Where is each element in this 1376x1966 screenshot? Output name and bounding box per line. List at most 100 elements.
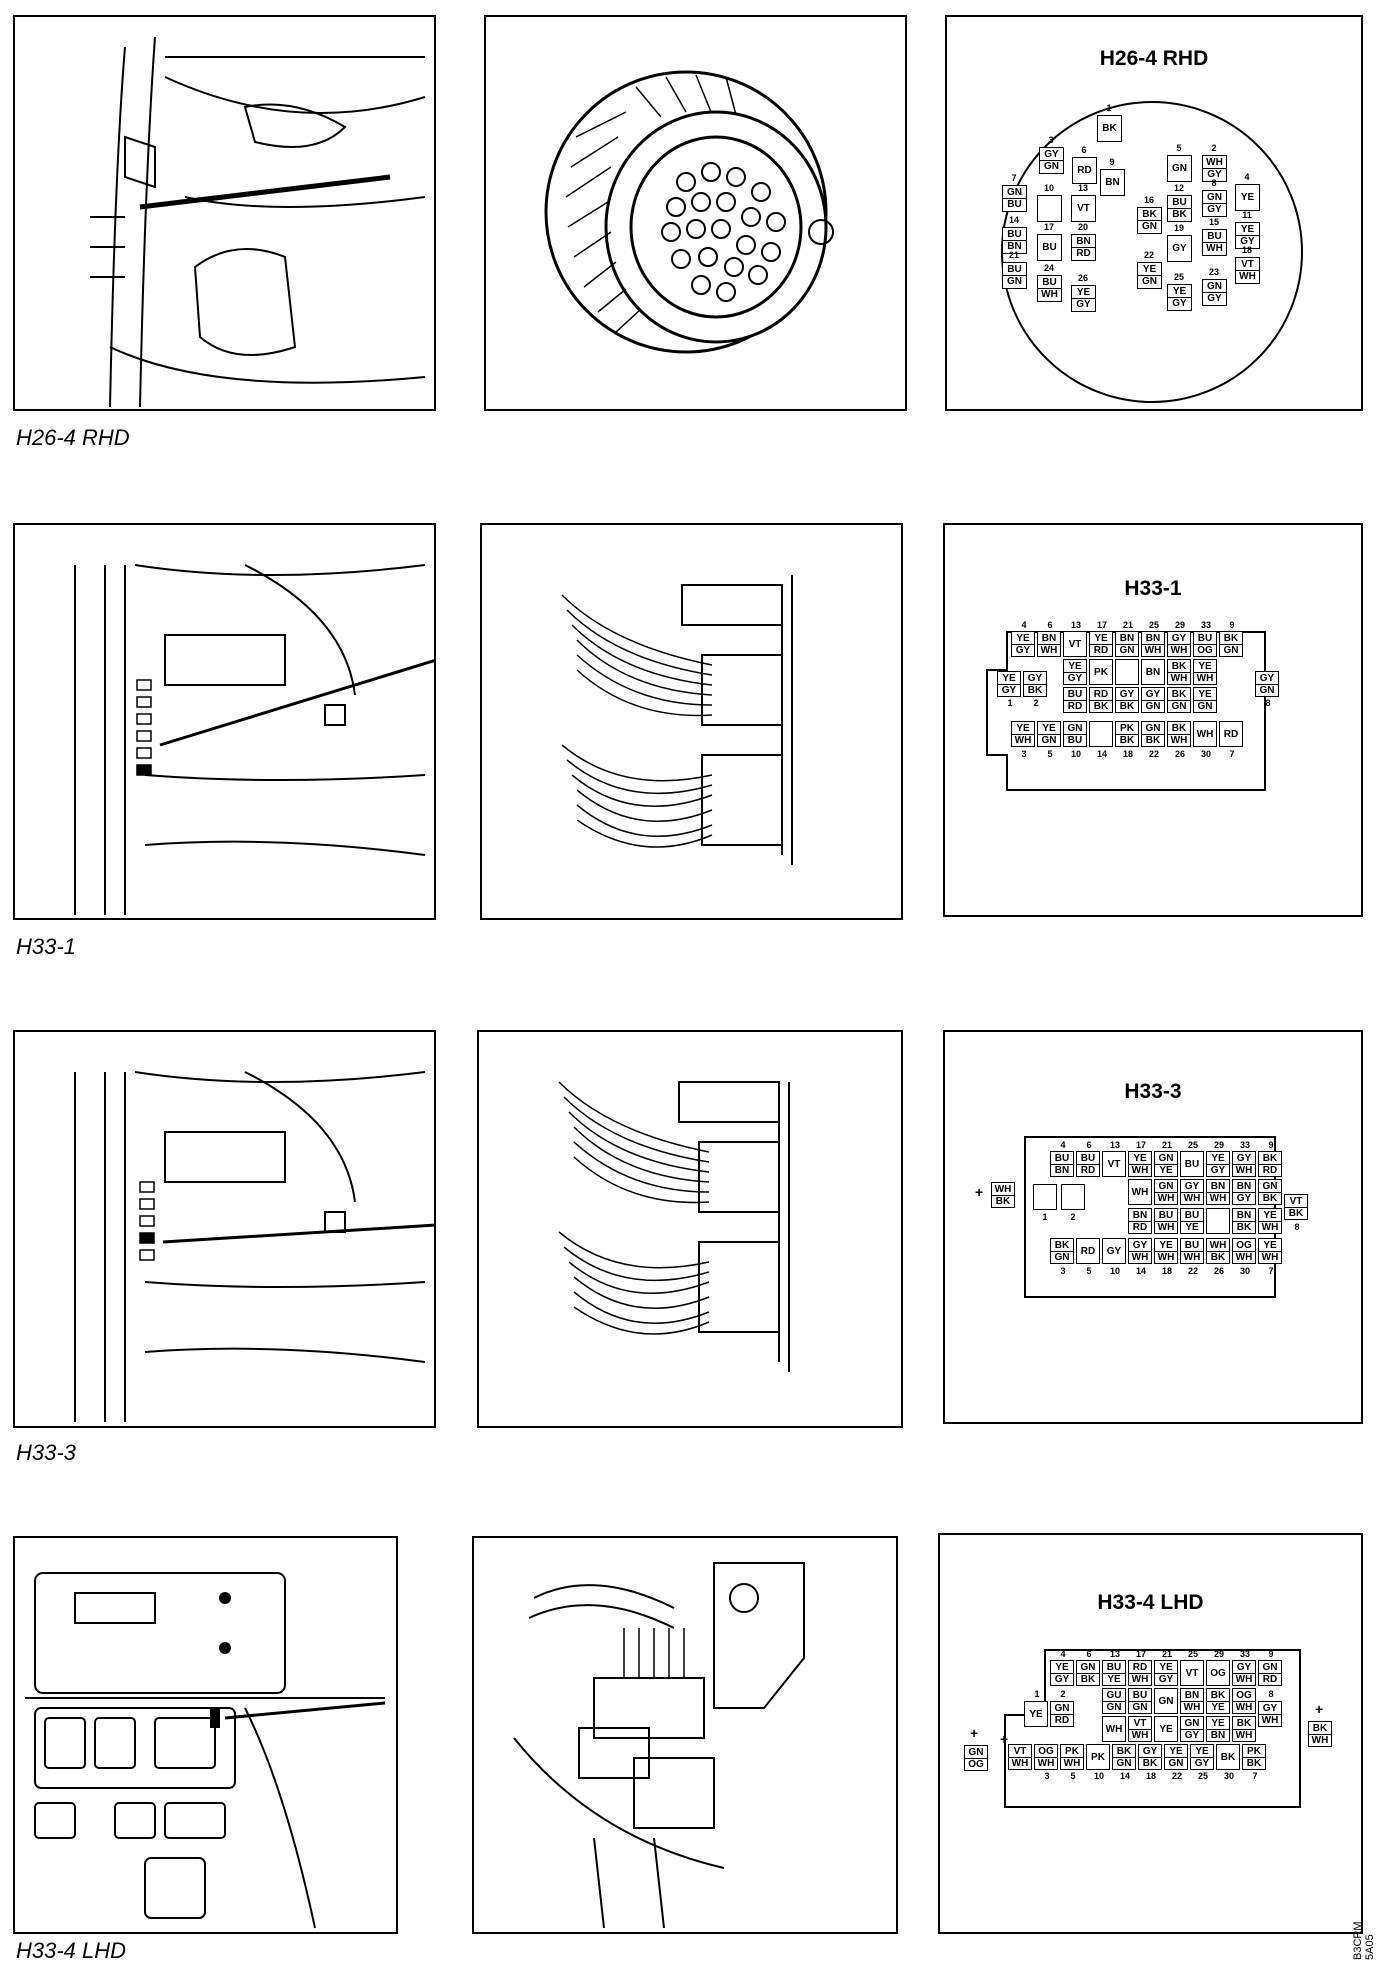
pin-number: 9 xyxy=(1109,157,1115,167)
wire-stripe-color: WH xyxy=(1038,288,1061,300)
wire-stripe-color: GN xyxy=(1256,683,1278,696)
caption: H33-4 LHD xyxy=(16,1938,127,1963)
pin-cell: GY xyxy=(1102,1238,1126,1264)
wire-color: OG xyxy=(1236,1239,1252,1251)
wire-color: OG xyxy=(1210,1667,1226,1679)
wire-stripe-color: RD xyxy=(1072,247,1095,259)
wire-color: OG xyxy=(1236,1689,1252,1701)
pin-number: 24 xyxy=(1043,263,1054,273)
pin-cell: VT xyxy=(1180,1660,1204,1686)
wire-color: YE xyxy=(1055,1661,1069,1673)
pin-number: 6 xyxy=(1086,1140,1092,1150)
pin-number: 7 xyxy=(1252,1771,1258,1781)
pin-number: 14 xyxy=(1008,215,1019,225)
wire-stripe-color: GN xyxy=(1116,643,1138,656)
location-view-h33-4 xyxy=(13,1536,398,1934)
pin-cell xyxy=(1061,1184,1085,1210)
wire-color: BU xyxy=(1158,1209,1174,1221)
pin-number: 25 xyxy=(1148,620,1159,630)
pin-number: 25 xyxy=(1187,1140,1198,1150)
pin-cell: RD xyxy=(1072,157,1097,184)
pin-cell: VT xyxy=(1071,195,1096,222)
wire-stripe-color: GN xyxy=(1051,1250,1073,1263)
wire-stripe-color: GN xyxy=(1165,1756,1187,1769)
wire-color: RD xyxy=(1080,1245,1096,1257)
wire-stripe-color: BK xyxy=(1168,208,1191,220)
wire-stripe-color: GY xyxy=(1236,235,1259,247)
wire-stripe-color: RD xyxy=(1064,699,1086,712)
wire-stripe-color: BK xyxy=(1285,1206,1307,1219)
pin-number: 18 xyxy=(1122,749,1133,759)
pin-number: 23 xyxy=(1208,267,1219,277)
wire-color: YE xyxy=(1159,1239,1173,1251)
pin-number: 18 xyxy=(1241,245,1252,255)
pin-number: 1 xyxy=(1034,1689,1040,1699)
wire-stripe-color: GY xyxy=(1072,298,1095,310)
pin-number: 5 xyxy=(1047,749,1053,759)
pin-cell: VT xyxy=(1063,631,1087,657)
wire-color: BK xyxy=(1223,632,1239,644)
wire-color: YE xyxy=(1211,1152,1225,1164)
connector-photo-h26-4 xyxy=(484,15,907,411)
pin-number: 1 xyxy=(1007,698,1013,708)
wire-color: BN xyxy=(1132,1209,1148,1221)
wire-stripe-color: GY xyxy=(1203,168,1226,180)
wire-color: YE xyxy=(1159,1723,1173,1735)
pin-cell: BN xyxy=(1100,169,1125,196)
wire-color: BU xyxy=(1132,1689,1148,1701)
wire-color: BU xyxy=(1042,277,1057,288)
wire-stripe-color: BK xyxy=(1024,683,1046,696)
wire-color: WH xyxy=(994,1183,1012,1195)
wire-color: GN xyxy=(1158,1180,1174,1192)
wire-stripe-color: GN xyxy=(1220,643,1242,656)
wire-color: GY xyxy=(1184,1180,1200,1192)
pin-number: 17 xyxy=(1135,1649,1146,1659)
wire-color: GY xyxy=(1119,688,1135,700)
wire-stripe-color: YE xyxy=(1103,1672,1125,1685)
pin-number: 13 xyxy=(1070,620,1081,630)
wire-stripe-color: WH xyxy=(1233,1672,1255,1685)
pin-number: 10 xyxy=(1070,749,1081,759)
wire-color: GY xyxy=(1236,1661,1252,1673)
wire-stripe-color: GN xyxy=(1138,275,1161,287)
pin-number: 13 xyxy=(1077,183,1088,193)
wire-stripe-color: WH xyxy=(1012,733,1034,746)
wire-stripe-color: WH xyxy=(1181,1250,1203,1263)
wire-color: GN xyxy=(1262,1180,1278,1192)
wire-stripe-color: WH xyxy=(1233,1728,1255,1741)
wire-color: BU xyxy=(1007,229,1022,240)
wire-stripe-color: GY xyxy=(1064,671,1086,684)
wire-stripe-color: GY xyxy=(1051,1672,1073,1685)
pin-number: 6 xyxy=(1047,620,1053,630)
wire-stripe-color: WH xyxy=(1259,1713,1281,1726)
wire-stripe-color: GN xyxy=(1040,160,1063,172)
pin-number: 8 xyxy=(1265,698,1271,708)
wire-color: PK xyxy=(1091,1751,1105,1763)
wire-color: RD xyxy=(1223,728,1239,740)
pin-number: 17 xyxy=(1135,1140,1146,1150)
wire-color: YE xyxy=(1195,1745,1209,1757)
wire-color: BU xyxy=(1042,242,1057,253)
